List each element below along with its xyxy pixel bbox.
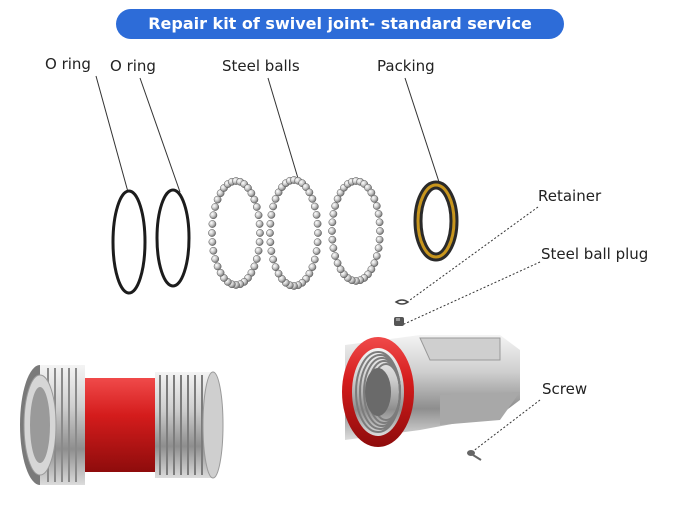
label-steel-ball-plug: Steel ball plug xyxy=(541,245,649,263)
steel-ball xyxy=(328,227,336,235)
steel-ball xyxy=(216,268,225,277)
label-steel-balls: Steel balls xyxy=(222,57,300,75)
label-screw: Screw xyxy=(542,380,588,398)
steel-ball xyxy=(255,238,264,246)
steel-balls-ring-3 xyxy=(328,177,384,285)
steel-ball xyxy=(211,203,220,211)
steel-ball xyxy=(269,255,278,264)
steel-ball xyxy=(305,188,314,197)
steel-ball xyxy=(375,235,384,244)
steel-ball xyxy=(308,263,317,271)
steel-ball xyxy=(372,252,381,260)
steel-ball xyxy=(310,255,319,264)
steel-ball xyxy=(269,202,278,211)
steel-ball xyxy=(256,229,264,237)
steel-ball xyxy=(266,238,275,247)
steel-ball xyxy=(329,244,338,252)
steel-ball xyxy=(252,203,261,211)
label-retainer: Retainer xyxy=(538,187,602,205)
label-o-ring-1: O ring xyxy=(45,55,91,73)
steel-ball xyxy=(333,259,342,267)
o-ring-1 xyxy=(111,189,147,295)
label-o-ring-2: O ring xyxy=(110,57,156,75)
steel-ball xyxy=(267,211,276,219)
steel-ball xyxy=(208,238,217,246)
steel-ball xyxy=(255,220,264,228)
packing-ring xyxy=(413,180,459,262)
swivel-pipe-left xyxy=(20,365,224,485)
steel-balls-ring-1 xyxy=(208,177,264,289)
label-packing: Packing xyxy=(377,57,435,75)
steel-ball xyxy=(267,247,276,255)
steel-ball xyxy=(370,259,379,267)
o-ring-2 xyxy=(155,188,191,288)
steel-ball xyxy=(372,202,381,210)
steel-ball xyxy=(312,211,321,219)
steel-ball xyxy=(314,229,322,237)
steel-ball xyxy=(266,229,274,237)
steel-ball xyxy=(313,238,322,247)
steel-ball xyxy=(328,235,337,244)
steel-ball xyxy=(271,195,280,203)
steel-ball xyxy=(313,219,322,228)
steel-ball xyxy=(250,262,259,271)
steel-ball xyxy=(247,189,256,198)
retainer-clip xyxy=(394,299,410,305)
steel-ball xyxy=(375,218,384,227)
leader-packing xyxy=(404,77,441,186)
steel-balls-ring-2 xyxy=(266,176,322,290)
steel-ball xyxy=(250,195,259,204)
leader-steel-balls xyxy=(267,77,301,186)
steel-ball xyxy=(211,255,220,263)
steel-ball xyxy=(274,269,283,278)
steel-ball xyxy=(370,195,379,203)
steel-ball xyxy=(254,211,263,220)
steel-ball xyxy=(336,265,345,274)
leader-o-ring-1 xyxy=(95,75,129,193)
steel-ball xyxy=(252,255,261,263)
steel-ball xyxy=(331,252,340,260)
leader-steel-ball-plug xyxy=(401,261,541,326)
steel-ball xyxy=(209,211,218,220)
steel-ball xyxy=(208,229,216,237)
screw-part xyxy=(467,450,482,461)
steel-ball xyxy=(329,210,338,218)
swivel-body-right xyxy=(342,335,520,447)
steel-ball xyxy=(213,195,222,204)
steel-ball-plug-part xyxy=(394,317,404,326)
steel-ball xyxy=(328,218,337,227)
leader-o-ring-2 xyxy=(139,77,181,193)
steel-ball xyxy=(271,263,280,271)
steel-ball xyxy=(374,210,383,218)
steel-ball xyxy=(209,246,218,255)
steel-ball xyxy=(310,202,319,211)
steel-ball xyxy=(213,262,222,271)
steel-ball xyxy=(333,195,342,203)
steel-ball xyxy=(312,247,321,255)
steel-ball xyxy=(374,244,383,252)
steel-ball xyxy=(367,188,376,197)
steel-ball xyxy=(308,195,317,203)
steel-ball xyxy=(331,202,340,210)
steel-ball xyxy=(254,246,263,255)
steel-ball xyxy=(208,220,217,228)
steel-ball xyxy=(266,219,275,228)
steel-ball xyxy=(376,227,384,235)
title-banner: Repair kit of swivel joint- standard ser… xyxy=(116,9,564,39)
